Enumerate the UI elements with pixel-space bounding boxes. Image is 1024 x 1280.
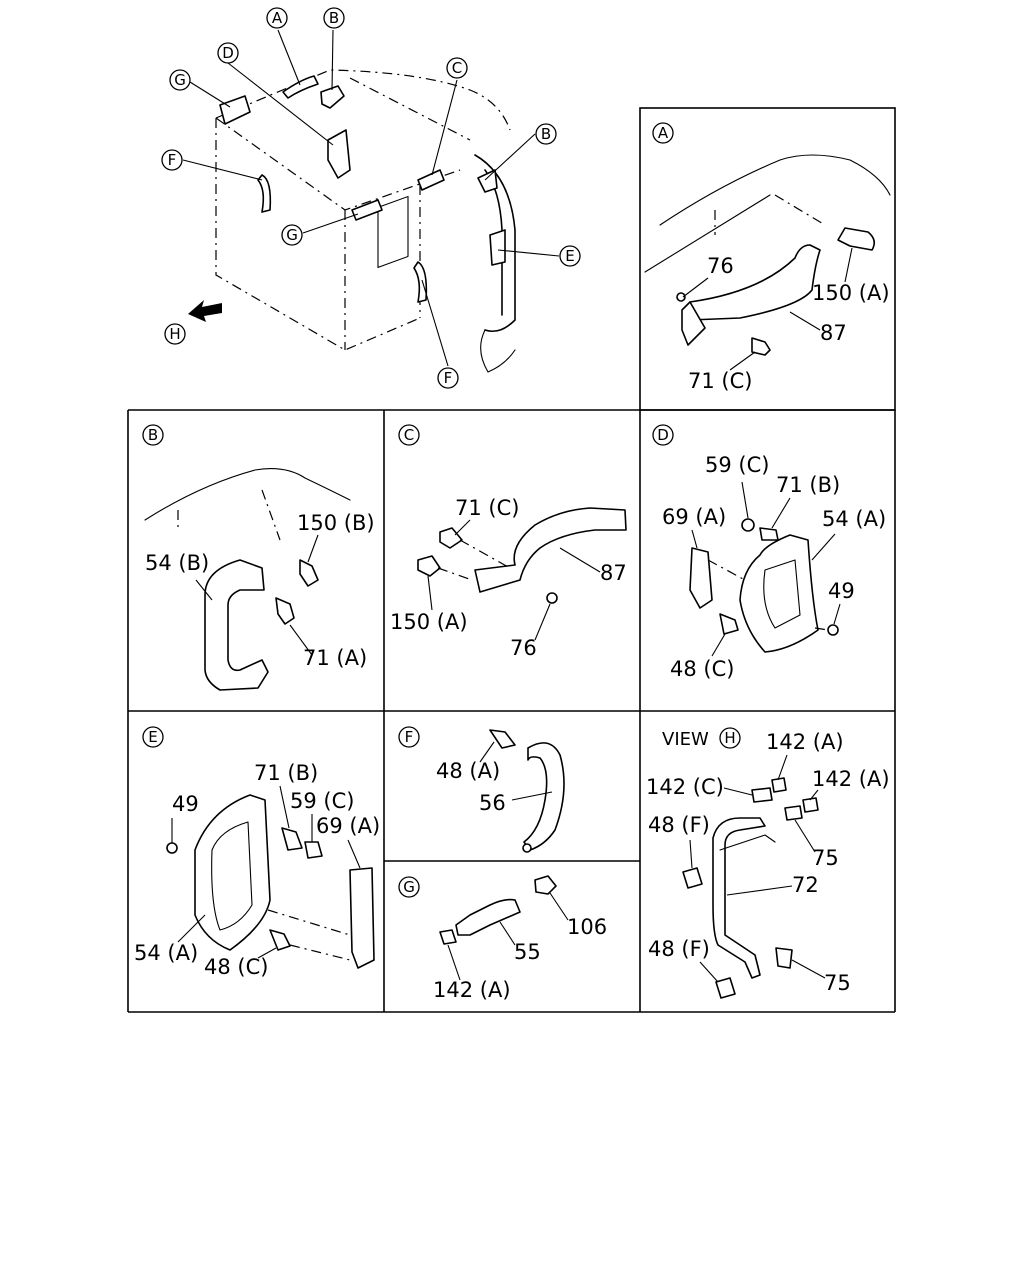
part-number-label: 75 <box>824 971 851 995</box>
callout-letter: A <box>272 9 283 27</box>
callout-letter: B <box>329 9 339 27</box>
part-number-label: 59 (C) <box>290 789 354 813</box>
callout-letter: F <box>168 151 177 169</box>
callout-c: C <box>446 57 468 79</box>
callout-b: B <box>323 7 345 29</box>
view-h-arrow <box>188 300 222 322</box>
part-number-label: 59 (C) <box>705 453 769 477</box>
panel-d-callout: D <box>652 424 674 446</box>
part-number-label: VIEW <box>662 729 709 750</box>
callout-letter: B <box>148 426 158 444</box>
part-number-label: 142 (A) <box>433 978 511 1002</box>
panel-e-callout: E <box>142 726 164 748</box>
callout-a: A <box>266 7 288 29</box>
callout-f: F <box>437 367 459 389</box>
part-number-label: 72 <box>792 873 819 897</box>
part-number-label: 76 <box>707 254 734 278</box>
part-number-label: 49 <box>828 579 855 603</box>
part-number-label: 142 (A) <box>766 730 844 754</box>
part-number-label: 75 <box>812 846 839 870</box>
panel-f: F 48 (A) 56 <box>398 726 565 853</box>
panel-g: G 106 55 142 (A) <box>398 875 607 1002</box>
part-number-label: 54 (A) <box>822 507 886 531</box>
callout-letter: F <box>405 728 414 746</box>
callout-b: B <box>535 123 557 145</box>
part-number-label: 49 <box>172 792 199 816</box>
part-number-label: 150 (A) <box>812 281 890 305</box>
part-number-label: 48 (F) <box>648 937 710 961</box>
part-number-label: 48 (C) <box>670 657 734 681</box>
part-number-label: 87 <box>600 561 627 585</box>
cab-overview: A B D G F G C B E H F <box>161 7 581 389</box>
callout-g: G <box>281 224 303 246</box>
callout-letter: G <box>403 878 415 896</box>
part-number-label: 54 (A) <box>134 941 198 965</box>
callout-letter: E <box>565 247 574 265</box>
part-number-label: 150 (A) <box>390 610 468 634</box>
panel-view-h: VIEW H 142 (A) 142 (C) 142 (A) 48 (F) 75… <box>646 727 890 999</box>
part-number-label: 71 (C) <box>688 369 752 393</box>
part-number-label: 142 (C) <box>646 775 724 799</box>
part-number-label: 54 (B) <box>145 551 209 575</box>
panel-frames <box>127 107 896 1013</box>
panel-h-callout: H <box>719 727 741 749</box>
callout-f: F <box>161 149 183 171</box>
panel-f-callout: F <box>398 726 420 748</box>
callout-letter: B <box>541 125 551 143</box>
part-number-label: 150 (B) <box>297 511 375 535</box>
panel-c-callout: C <box>398 424 420 446</box>
callout-letter: F <box>444 369 453 387</box>
callout-letter: E <box>148 728 157 746</box>
part-number-label: 142 (A) <box>812 767 890 791</box>
callout-letter: C <box>452 59 462 77</box>
callout-e: E <box>559 245 581 267</box>
part-number-label: 71 (B) <box>254 761 318 785</box>
callout-letter: C <box>404 426 414 444</box>
part-number-label: 87 <box>820 321 847 345</box>
panel-b: B 150 (B) 54 (B) 71 (A) <box>142 424 375 691</box>
part-number-label: 71 (C) <box>455 496 519 520</box>
part-number-label: 55 <box>514 940 541 964</box>
panel-g-callout: G <box>398 876 420 898</box>
callout-letter: G <box>286 226 298 244</box>
panel-c: C 71 (C) 87 150 (A) 76 <box>390 424 627 660</box>
callout-letter: G <box>174 71 186 89</box>
callout-letter: D <box>657 426 669 444</box>
part-number-label: 71 (B) <box>776 473 840 497</box>
part-number-label: 48 (C) <box>204 955 268 979</box>
part-number-label: 76 <box>510 636 537 660</box>
panel-d: D 59 (C) 71 (B) 69 (A) 54 (A) 49 48 (C) <box>652 424 886 681</box>
panel-a-callout: A <box>652 122 674 144</box>
callout-h: H <box>164 323 186 345</box>
callout-g: G <box>169 69 191 91</box>
part-number-label: 48 (A) <box>436 759 500 783</box>
part-number-label: 56 <box>479 791 506 815</box>
panel-e: E 71 (B) 49 59 (C) 69 (A) 54 (A) 48 (C) <box>134 726 380 979</box>
panel-a: A 76 150 (A) 87 71 (C) <box>644 122 891 393</box>
callout-letter: A <box>658 124 669 142</box>
callout-letter: H <box>724 729 735 747</box>
part-number-label: 71 (A) <box>303 646 367 670</box>
part-number-label: 48 (F) <box>648 813 710 837</box>
callout-letter: D <box>222 44 234 62</box>
panel-b-callout: B <box>142 424 164 446</box>
callout-letter: H <box>169 325 180 343</box>
callout-d: D <box>217 42 239 64</box>
part-number-label: 69 (A) <box>662 505 726 529</box>
part-number-label: 69 (A) <box>316 814 380 838</box>
part-number-label: 106 <box>567 915 607 939</box>
